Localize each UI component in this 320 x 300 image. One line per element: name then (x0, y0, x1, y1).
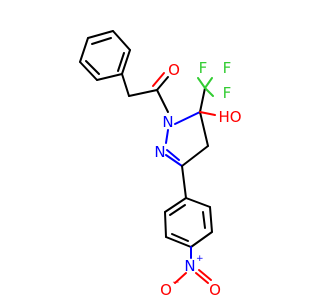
ring-nitrogen-2-label: N (154, 143, 165, 161)
nitro-group (174, 246, 212, 284)
fluorine-label-1: F (199, 59, 208, 77)
ring-nitrogen-1-label: N (162, 113, 173, 131)
nitrophenyl-ring (164, 197, 213, 248)
nitro-oxygen-right-label: O (209, 281, 221, 299)
fluorine-label-2: F (223, 59, 232, 77)
phenyl-ring (79, 30, 131, 81)
nitro-oxygen-left-label: O (160, 281, 172, 299)
nitro-nitrogen-charge: + (196, 254, 204, 264)
aryl-link-bond (181, 165, 187, 199)
substituents (197, 77, 216, 116)
hydroxyl-label: HO (218, 108, 241, 126)
fluorine-label-3: F (223, 84, 232, 102)
pyrazoline-ring (165, 111, 209, 167)
nitro-oxygen-charge: − (172, 278, 180, 288)
acyl-chain (121, 72, 169, 113)
molecule-structure-diagram: O F F F N N HO N + O − O (79, 30, 242, 299)
carbonyl-oxygen-label: O (168, 61, 180, 79)
nitro-nitrogen-label: N (184, 257, 195, 275)
